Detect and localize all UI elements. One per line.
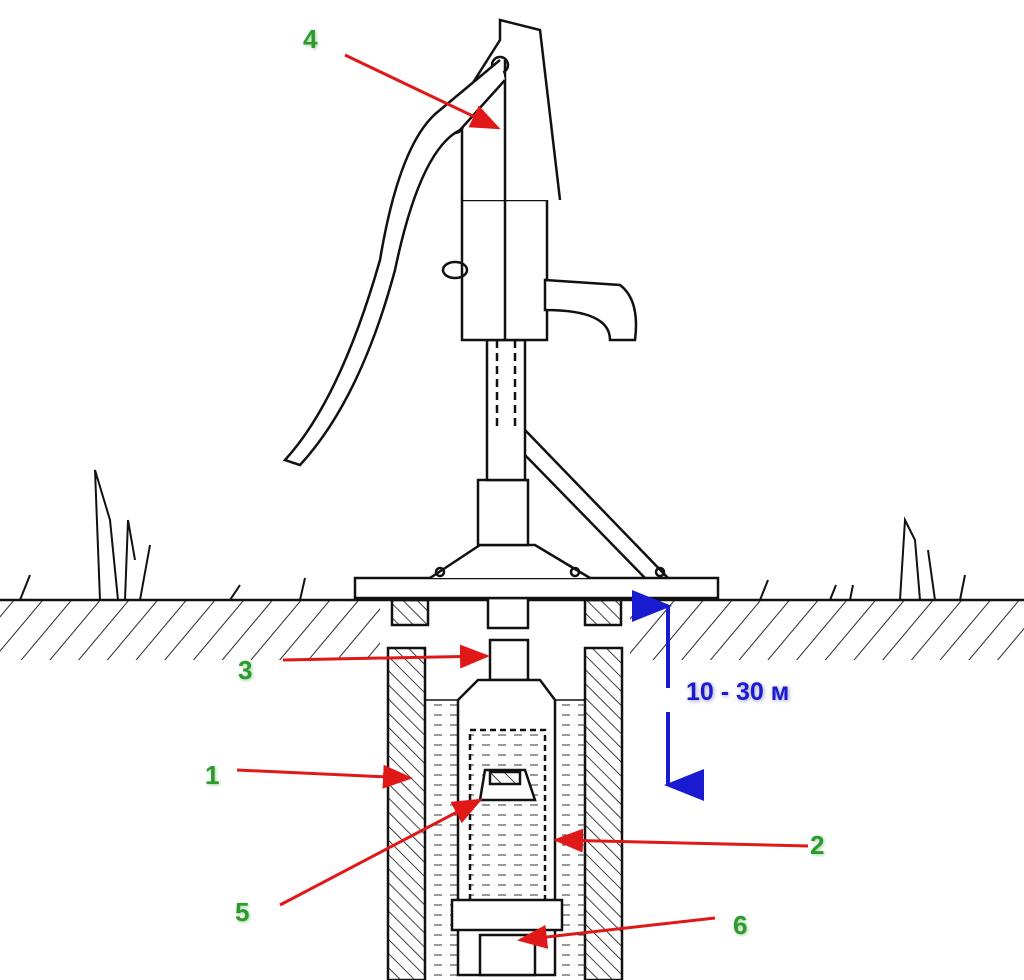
pump-handle (282, 59, 506, 467)
pump-head (441, 18, 638, 342)
arrow-4 (344, 53, 501, 130)
label-1: 1 (205, 760, 220, 790)
grass (19, 469, 966, 601)
depth-label: 10 - 30 м (686, 678, 790, 706)
label-2: 2 (810, 830, 825, 860)
arrow-6 (517, 916, 716, 949)
arrow-1 (236, 764, 413, 789)
label-5: 5 (235, 897, 250, 927)
label-6: 6 (733, 910, 748, 940)
arrow-3 (282, 644, 490, 669)
label-4: 4 (303, 24, 318, 54)
pump-cylinder (450, 678, 564, 977)
arrow-5 (279, 798, 483, 907)
pump-column (476, 338, 669, 579)
drop-pipe (486, 596, 530, 682)
label-3: 3 (238, 655, 253, 685)
base-plate (353, 543, 720, 600)
arrow-2 (553, 828, 809, 853)
